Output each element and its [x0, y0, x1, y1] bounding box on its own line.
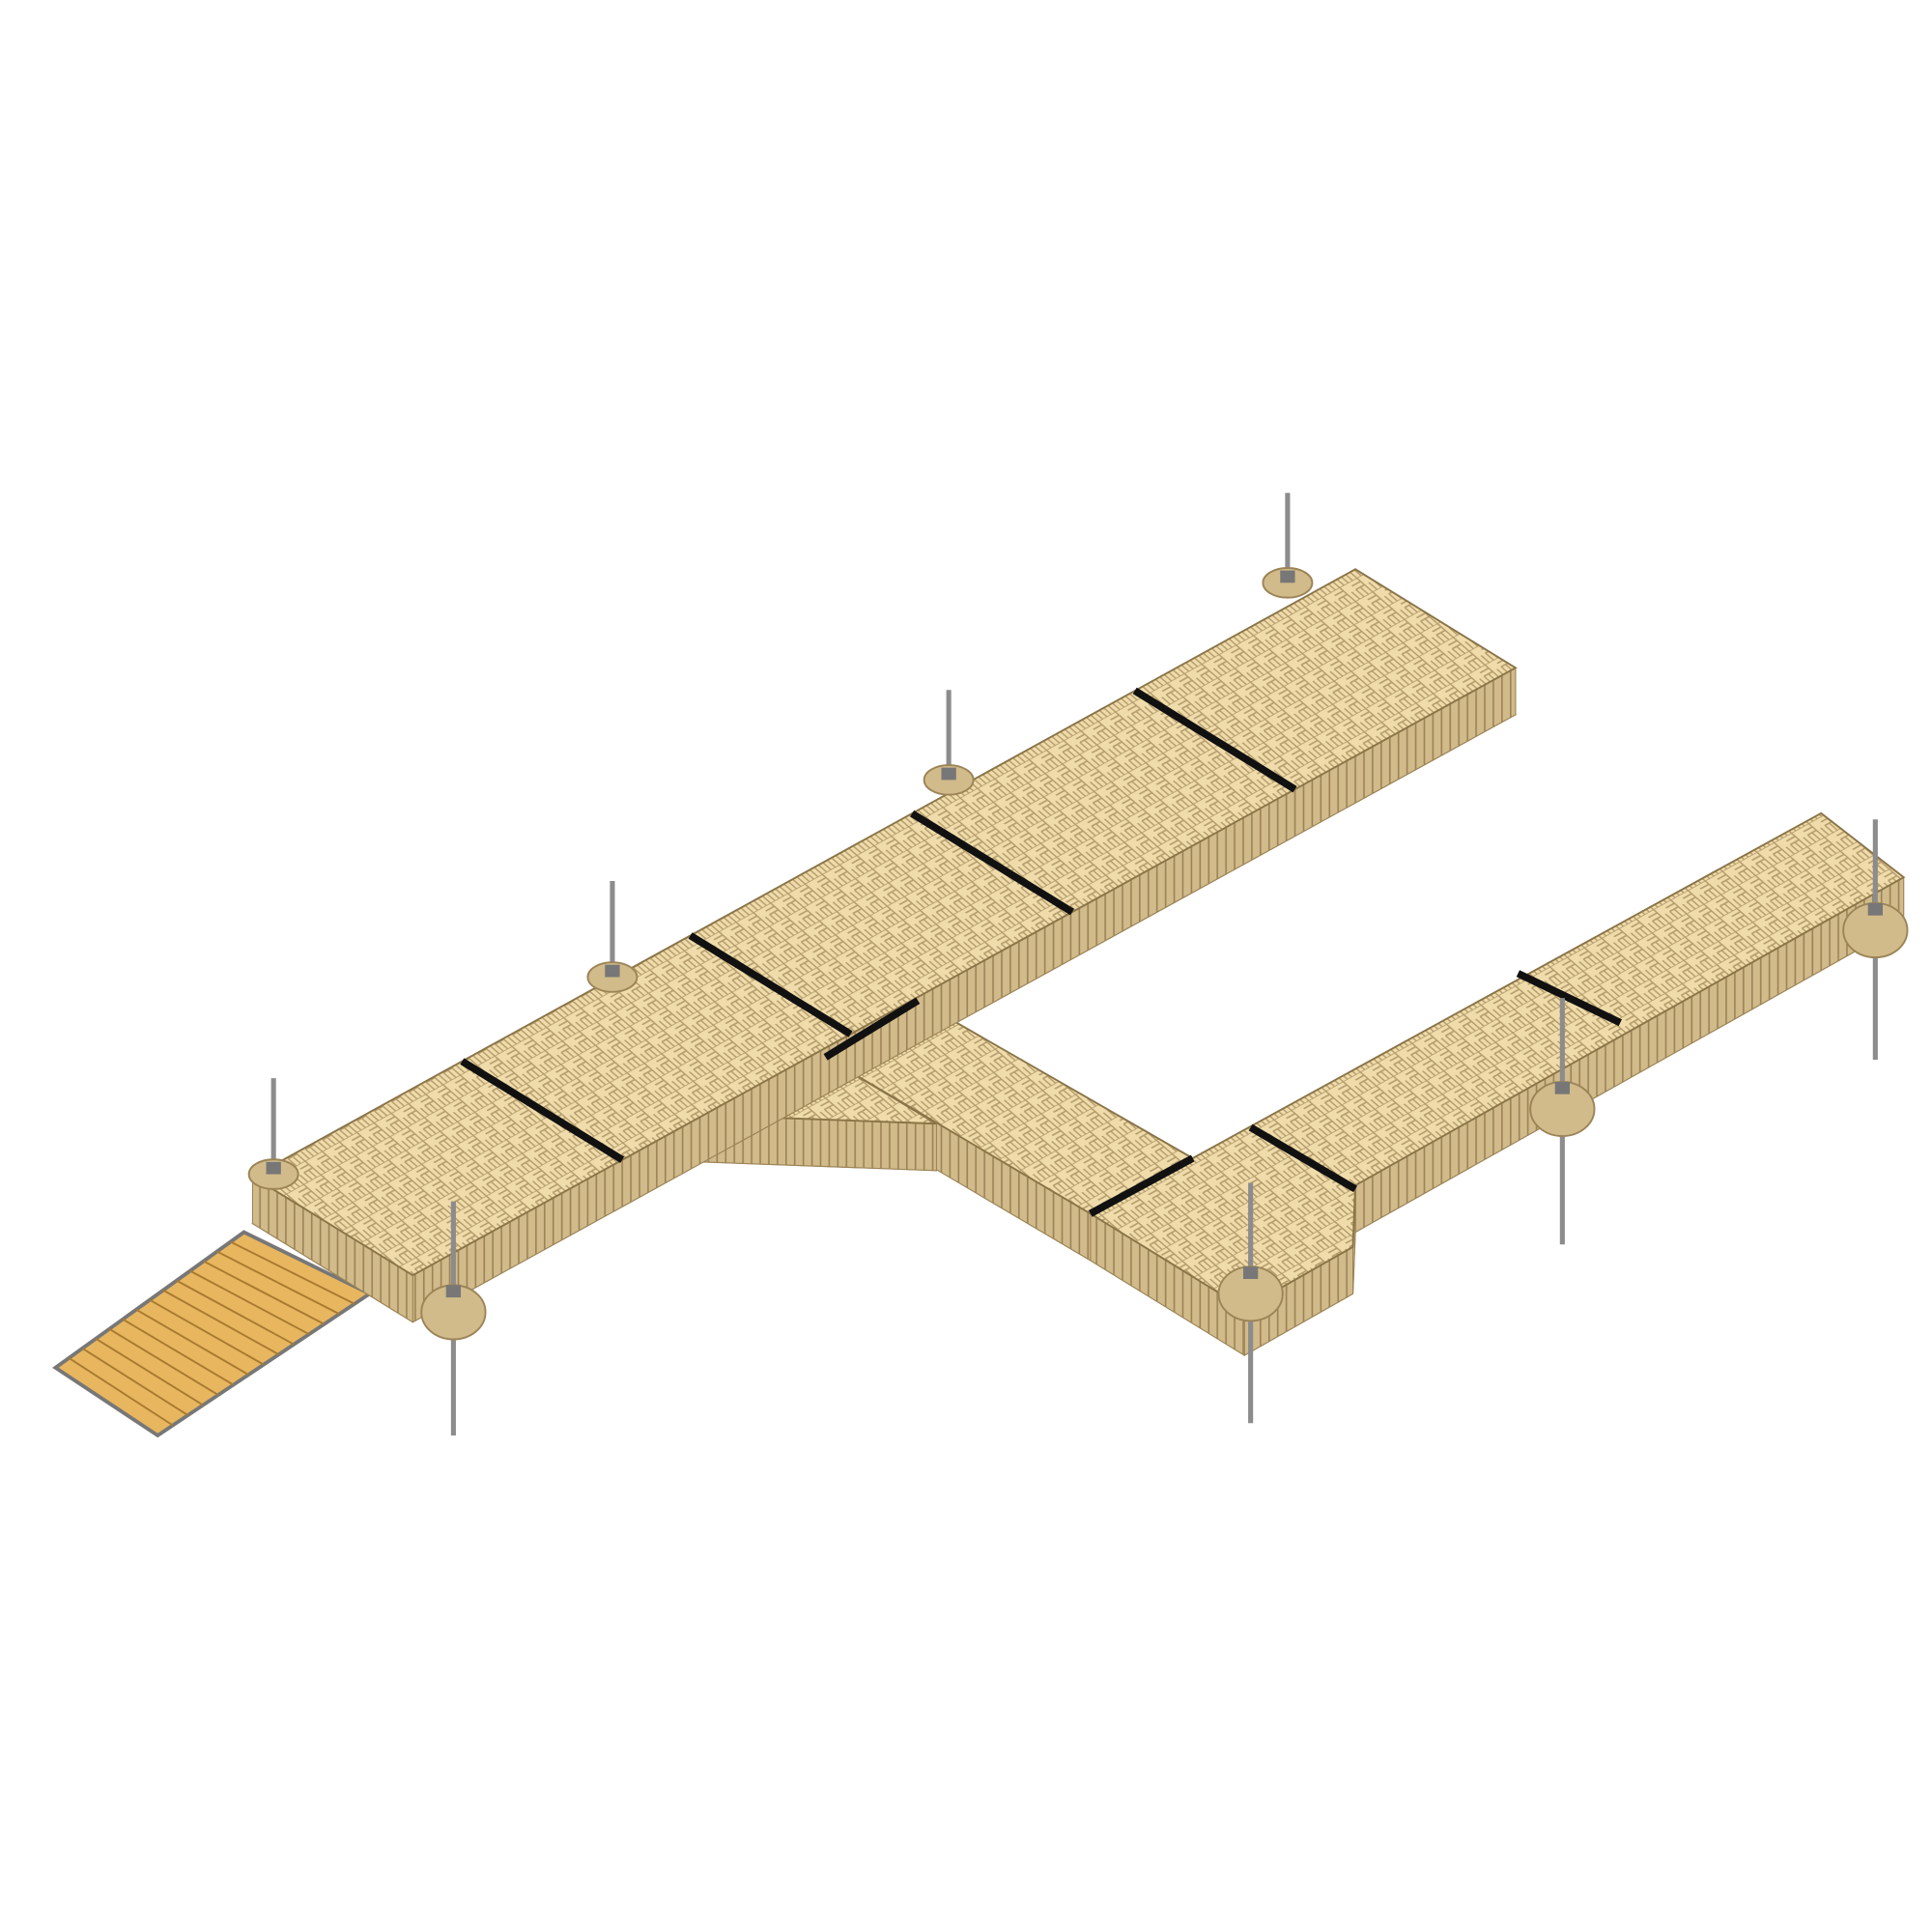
pole-bracket	[266, 1161, 281, 1175]
float-corner-block	[247, 1158, 299, 1190]
ramp-slat	[189, 1269, 310, 1336]
ramp-slat	[68, 1356, 174, 1427]
pole-bracket	[1280, 570, 1295, 583]
ramp-slat	[108, 1327, 219, 1396]
pole-bracket	[1554, 1081, 1570, 1094]
ramp-slat	[203, 1260, 326, 1325]
ramp-slat	[95, 1337, 204, 1406]
ramp-slat	[216, 1250, 340, 1316]
seam	[1132, 687, 1297, 793]
seam	[1248, 1123, 1358, 1193]
seam	[1089, 1154, 1195, 1217]
pole-bracket	[1242, 1266, 1259, 1279]
gangway-ramp	[52, 1230, 374, 1438]
ramp-slat	[176, 1279, 295, 1346]
branch-and-side-pier	[823, 811, 1906, 1356]
pole-bracket	[941, 767, 956, 781]
pole-bracket	[1867, 902, 1883, 916]
main-pier	[250, 568, 1518, 1323]
seam	[460, 1058, 625, 1163]
seam	[1516, 970, 1622, 1027]
ramp-slat	[149, 1298, 265, 1366]
section-seams	[460, 687, 1622, 1217]
dock-sections	[250, 568, 1906, 1356]
anchor-poles	[247, 493, 1909, 1435]
pole-bracket	[445, 1285, 462, 1298]
ramp-slat	[162, 1289, 280, 1355]
seam	[823, 997, 921, 1061]
ramp-slat	[122, 1318, 235, 1386]
seam	[910, 810, 1074, 916]
ramp-surface	[52, 1230, 374, 1438]
seam	[688, 932, 853, 1037]
main-pier-deck	[250, 568, 1518, 1277]
ramp-slat	[135, 1308, 249, 1376]
ramp-slat	[81, 1347, 189, 1416]
pole-bracket	[605, 964, 620, 978]
ramp-slat	[230, 1240, 355, 1305]
branch-and-side-pier-deck	[823, 811, 1906, 1310]
